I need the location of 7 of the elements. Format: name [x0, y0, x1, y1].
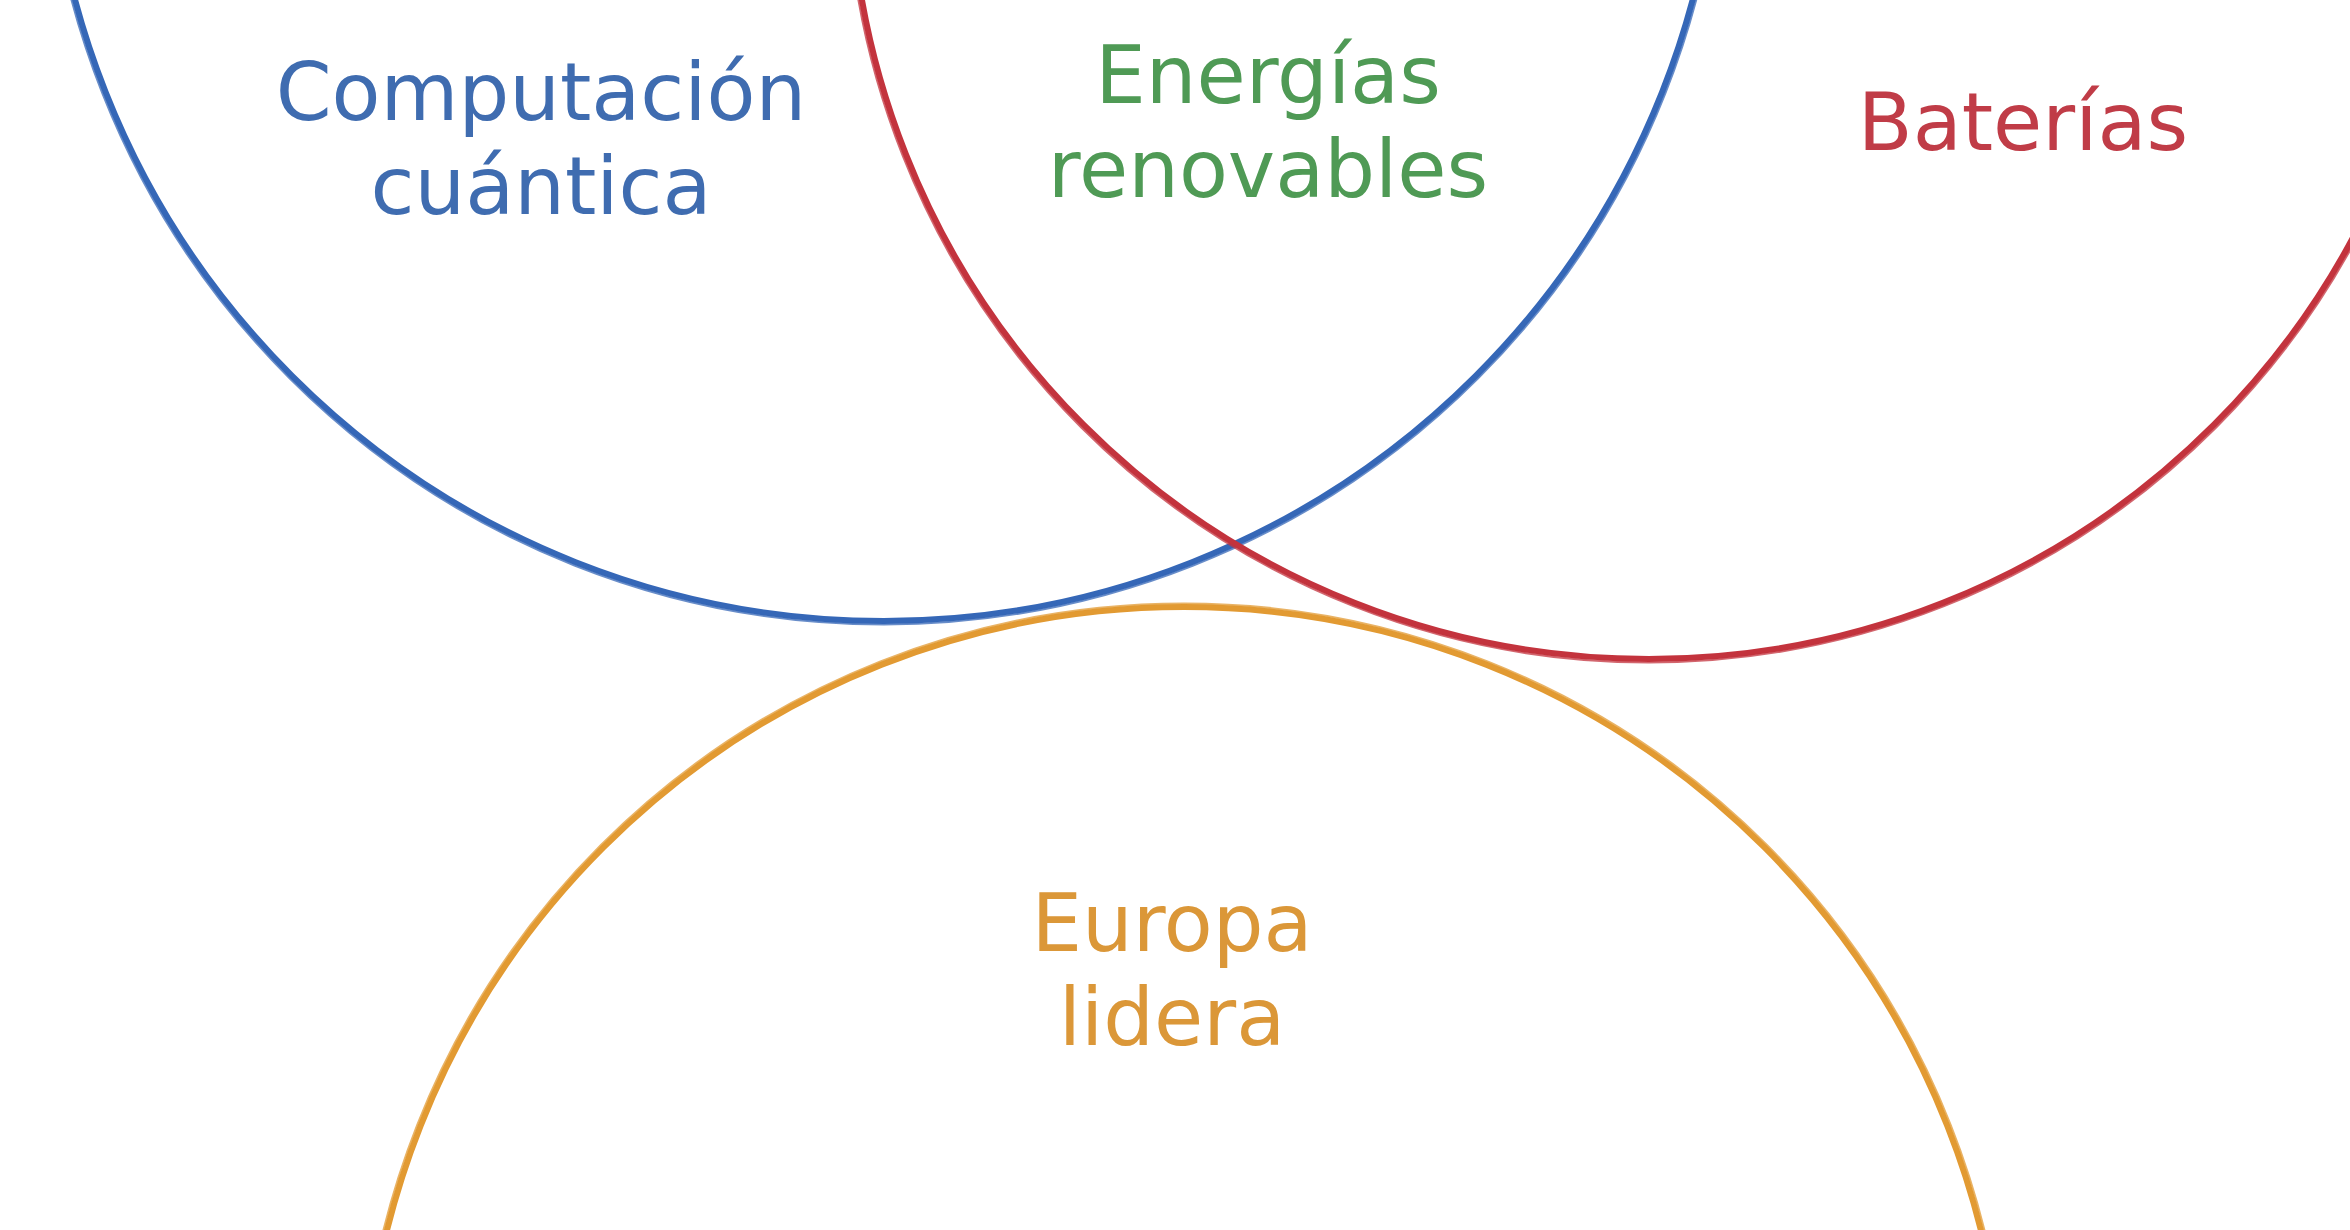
topic-label: Computación cuántica: [275, 45, 807, 235]
topic-label: Europa lidera: [1031, 876, 1313, 1066]
venn-circle: [381, 601, 1987, 1230]
overlap-label: Energías renovables: [1047, 28, 1489, 218]
venn-circle: [69, 0, 1699, 627]
topic-label: Baterías: [1857, 75, 2189, 171]
venn-circle: [856, 0, 2350, 665]
